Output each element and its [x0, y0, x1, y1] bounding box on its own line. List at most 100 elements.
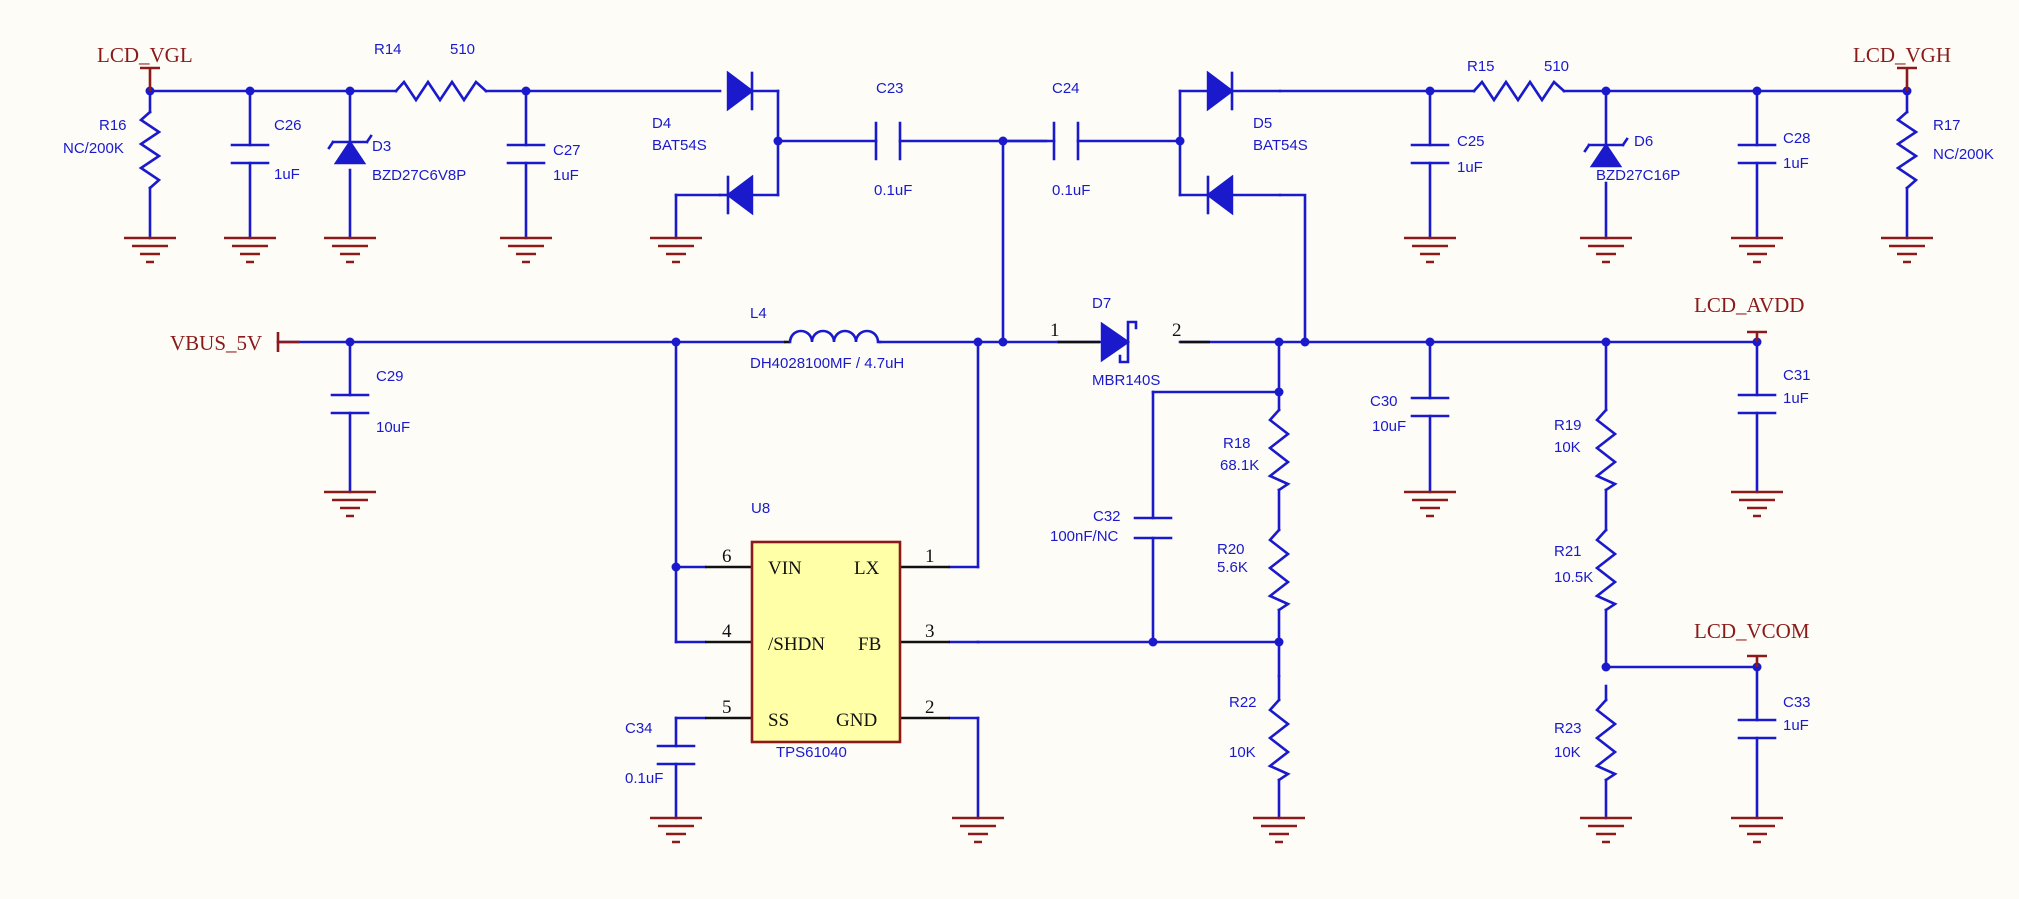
val-r16: NC/200K [63, 140, 124, 157]
ground-icon [500, 236, 552, 264]
u8-pin-lx-num: 1 [925, 546, 935, 567]
u8-pins: VIN /SHDN SS LX FB GND 6 4 5 1 3 2 [722, 546, 935, 731]
r16-symbol [138, 110, 162, 190]
ground-icon [650, 816, 702, 844]
ic-pin-stubs [705, 565, 950, 720]
val-r17: NC/200K [1933, 146, 1994, 163]
r17-symbol [1895, 110, 1919, 190]
ground-icon [952, 816, 1004, 844]
ref-d5: D5 [1253, 115, 1272, 132]
c27-symbol [506, 143, 546, 165]
ref-c24: C24 [1052, 80, 1080, 97]
ref-c33: C33 [1783, 694, 1811, 711]
ref-u8: U8 [751, 500, 770, 517]
ref-r16: R16 [99, 117, 127, 134]
val-c32: 100nF/NC [1050, 528, 1119, 545]
c26-symbol [230, 143, 270, 165]
ref-r21: R21 [1554, 543, 1582, 560]
r14-symbol [394, 79, 488, 103]
val-c31: 1uF [1783, 390, 1809, 407]
diodes [327, 70, 1629, 364]
d7-pin2-num: 2 [1172, 320, 1182, 341]
ref-l4: L4 [750, 305, 767, 322]
ground-icon [1404, 236, 1456, 264]
val-c34: 0.1uF [625, 770, 663, 787]
ref-c26: C26 [274, 117, 302, 134]
c32-symbol [1133, 516, 1173, 540]
r20-symbol [1267, 528, 1291, 612]
d6-zener [1583, 137, 1629, 168]
u8-pin-vin-num: 6 [722, 546, 732, 567]
val-c24: 0.1uF [1052, 182, 1090, 199]
ground-icon [1731, 816, 1783, 844]
net-label-lcd-vgl: LCD_VGL [97, 43, 193, 67]
power-ports [140, 66, 1917, 667]
val-c33: 1uF [1783, 717, 1809, 734]
ground-icon [650, 236, 702, 264]
val-c23: 0.1uF [874, 182, 912, 199]
r21-symbol [1594, 528, 1618, 612]
val-d5: BAT54S [1253, 137, 1308, 154]
d4-lower-diode [718, 174, 780, 216]
u8-pin-fb-num: 3 [925, 621, 935, 642]
ref-c34: C34 [625, 720, 653, 737]
component-labels: R14 510 R15 510 R16 NC/200K R17 NC/200K … [63, 41, 1994, 787]
c25-symbol [1410, 143, 1450, 165]
val-r18: 68.1K [1220, 457, 1259, 474]
ref-d7: D7 [1092, 295, 1111, 312]
d4-upper-diode [726, 70, 780, 112]
net-label-lcd-vgh: LCD_VGH [1853, 43, 1951, 67]
val-d6: BZD27C16P [1596, 167, 1680, 184]
u8-pin-lx-name: LX [854, 558, 880, 579]
l4-inductor [784, 329, 882, 344]
ground-icon [1253, 816, 1305, 844]
val-l4: DH4028100MF / 4.7uH [750, 355, 904, 372]
r18-symbol [1267, 408, 1291, 492]
ground-symbols [124, 236, 1933, 844]
c33-symbol [1737, 718, 1777, 740]
u8-pin-ss-num: 5 [722, 697, 732, 718]
ref-r23: R23 [1554, 720, 1582, 737]
ref-r19: R19 [1554, 417, 1582, 434]
net-label-vbus: VBUS_5V [170, 331, 262, 355]
val-d4: BAT54S [652, 137, 707, 154]
val-c26: 1uF [274, 166, 300, 183]
val-r22: 10K [1229, 744, 1256, 761]
d7-pin1-num: 1 [1050, 320, 1060, 341]
val-r20: 5.6K [1217, 559, 1248, 576]
ground-icon [224, 236, 276, 264]
ref-c29: C29 [376, 368, 404, 385]
ref-r17: R17 [1933, 117, 1961, 134]
r19-symbol [1594, 408, 1618, 492]
vbus-port-icon [276, 332, 300, 352]
val-r21: 10.5K [1554, 569, 1593, 586]
d5-upper-diode [1206, 70, 1282, 112]
ground-icon [1731, 490, 1783, 518]
net-labels: LCD_VGL LCD_VGH VBUS_5V LCD_AVDD LCD_VCO… [97, 43, 1951, 643]
ground-icon [1731, 236, 1783, 264]
val-c25: 1uF [1457, 159, 1483, 176]
c23-symbol [874, 121, 902, 161]
c28-symbol [1737, 143, 1777, 165]
ground-icon [1580, 236, 1632, 264]
val-r15: 510 [1544, 58, 1569, 75]
val-d7: MBR140S [1092, 372, 1160, 389]
ground-icon [1580, 816, 1632, 844]
ground-icon [324, 490, 376, 518]
val-c30: 10uF [1372, 418, 1406, 435]
lcd-vcom-port-icon [1747, 654, 1767, 667]
ref-c25: C25 [1457, 133, 1485, 150]
c29-symbol [330, 393, 370, 415]
r22-symbol [1267, 698, 1291, 782]
ground-icon [1404, 490, 1456, 518]
u8-pin-fb-name: FB [858, 634, 881, 655]
ref-c27: C27 [553, 142, 581, 159]
ref-r22: R22 [1229, 694, 1257, 711]
capacitors [230, 121, 1777, 766]
val-c28: 1uF [1783, 155, 1809, 172]
d5-lower-diode [1206, 174, 1282, 216]
ref-c31: C31 [1783, 367, 1811, 384]
ref-d3: D3 [372, 138, 391, 155]
lcd-vgl-port-icon [140, 66, 160, 91]
val-c27: 1uF [553, 167, 579, 184]
